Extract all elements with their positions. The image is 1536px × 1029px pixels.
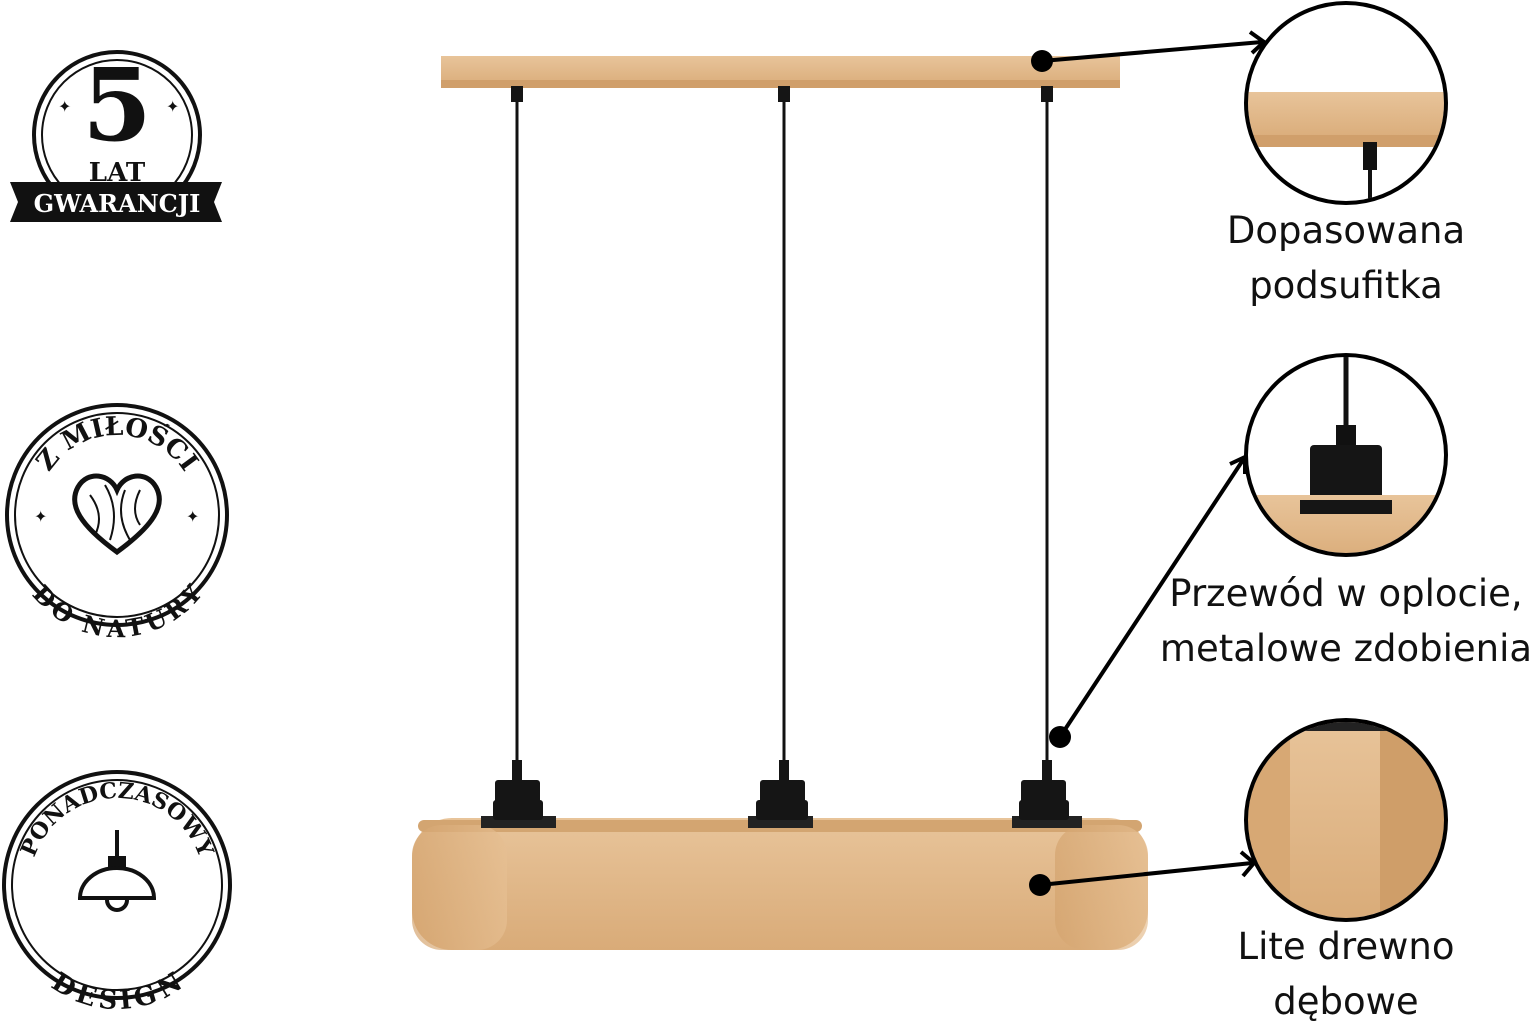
callout-wood-detail — [1244, 718, 1448, 922]
pointer-dot — [1029, 874, 1051, 896]
pendant-lamp-product — [412, 56, 1148, 950]
pointer-dot — [1031, 50, 1053, 72]
callout-caption-cord: Przewód w oplocie, metalowe zdobienia — [1136, 566, 1536, 676]
callout-caption-wood: Lite drewno dębowe — [1136, 919, 1536, 1029]
love-nature-badge: Z MIŁOŚCI DO NATURY ✦ ✦ — [5, 403, 229, 643]
star-icon: ✦ — [34, 507, 47, 526]
svg-text:DESIGN: DESIGN — [46, 967, 188, 1016]
caption-line: podsufitka — [1249, 264, 1443, 307]
svg-text:DO NATURY: DO NATURY — [27, 578, 208, 643]
star-icon: ✦ — [186, 507, 199, 526]
love-bottom-text: DO NATURY — [27, 578, 208, 643]
pendant-lamp-icon — [77, 830, 157, 912]
design-bottom-text: DESIGN — [46, 967, 188, 1016]
caption-line: Przewód w oplocie, — [1169, 572, 1523, 615]
sockets — [495, 86, 1066, 822]
callout-socket-detail — [1244, 353, 1448, 557]
warranty-number: 5 — [82, 46, 152, 164]
cords — [515, 88, 1049, 780]
caption-line: Dopasowana — [1226, 209, 1466, 252]
caption-line: dębowe — [1273, 980, 1419, 1023]
warranty-line2: GWARANCJI — [34, 189, 201, 218]
wooden-shade — [412, 818, 1148, 950]
pointer-arrows — [1039, 30, 1268, 887]
caption-line: metalowe zdobienia — [1159, 627, 1533, 670]
design-badge: PONADCZASOWY DESIGN — [2, 770, 232, 1016]
star-icon: ✦ — [58, 97, 71, 116]
heart-icon — [72, 473, 162, 556]
caption-line: Lite drewno — [1237, 925, 1455, 968]
star-icon: ✦ — [166, 97, 179, 116]
pointer-dot — [1049, 726, 1071, 748]
callout-caption-canopy: Dopasowana podsufitka — [1136, 203, 1536, 313]
callout-canopy-detail — [1244, 1, 1448, 205]
warranty-badge: 5 ✦ ✦ LAT GWARANCJI — [10, 46, 222, 222]
